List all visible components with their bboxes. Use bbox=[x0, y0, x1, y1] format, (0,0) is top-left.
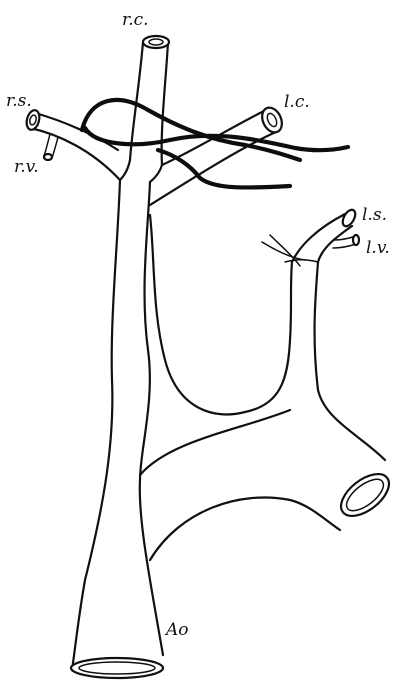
trunk-upper-right bbox=[150, 165, 162, 182]
ligature-mark-c bbox=[285, 260, 318, 262]
left-subclavian-lumen bbox=[340, 208, 358, 229]
right-subclavian-lumen bbox=[25, 109, 42, 131]
left-vertebral-wall-b bbox=[333, 244, 356, 248]
label-ao: Ao bbox=[164, 620, 189, 640]
left-arch-outer-wall bbox=[315, 262, 385, 460]
right-carotid-right-wall bbox=[162, 42, 168, 165]
label-lc: l.c. bbox=[284, 92, 310, 112]
left-arch-loop bbox=[150, 215, 292, 414]
right-vessel-lumen bbox=[334, 466, 397, 524]
aorta-lumen bbox=[71, 658, 163, 678]
lower-branch-wall bbox=[140, 410, 290, 475]
right-vertebral-wall-a bbox=[44, 134, 50, 156]
left-carotid-lower-wall bbox=[150, 132, 276, 205]
label-rc: r.c. bbox=[122, 10, 149, 30]
trunk-upper-left bbox=[120, 160, 130, 180]
label-lv: l.v. bbox=[366, 238, 390, 258]
right-vertebral-lumen bbox=[44, 154, 52, 160]
aorta-outer-wall bbox=[72, 180, 120, 670]
left-vertebral-lumen bbox=[353, 235, 359, 245]
right-carotid-lumen bbox=[143, 36, 169, 48]
aorta-inner-wall bbox=[140, 182, 163, 655]
left-carotid-lumen bbox=[258, 104, 285, 135]
nerve-lower bbox=[158, 150, 290, 188]
lower-branch-bottom-wall bbox=[150, 498, 340, 561]
label-rs: r.s. bbox=[6, 91, 32, 111]
label-ls: l.s. bbox=[362, 205, 387, 225]
label-rv: r.v. bbox=[14, 157, 39, 177]
right-subclavian-lower-wall bbox=[30, 128, 120, 180]
left-subclavian-lower-wall bbox=[318, 226, 352, 262]
right-vertebral-wall-b bbox=[52, 137, 58, 158]
